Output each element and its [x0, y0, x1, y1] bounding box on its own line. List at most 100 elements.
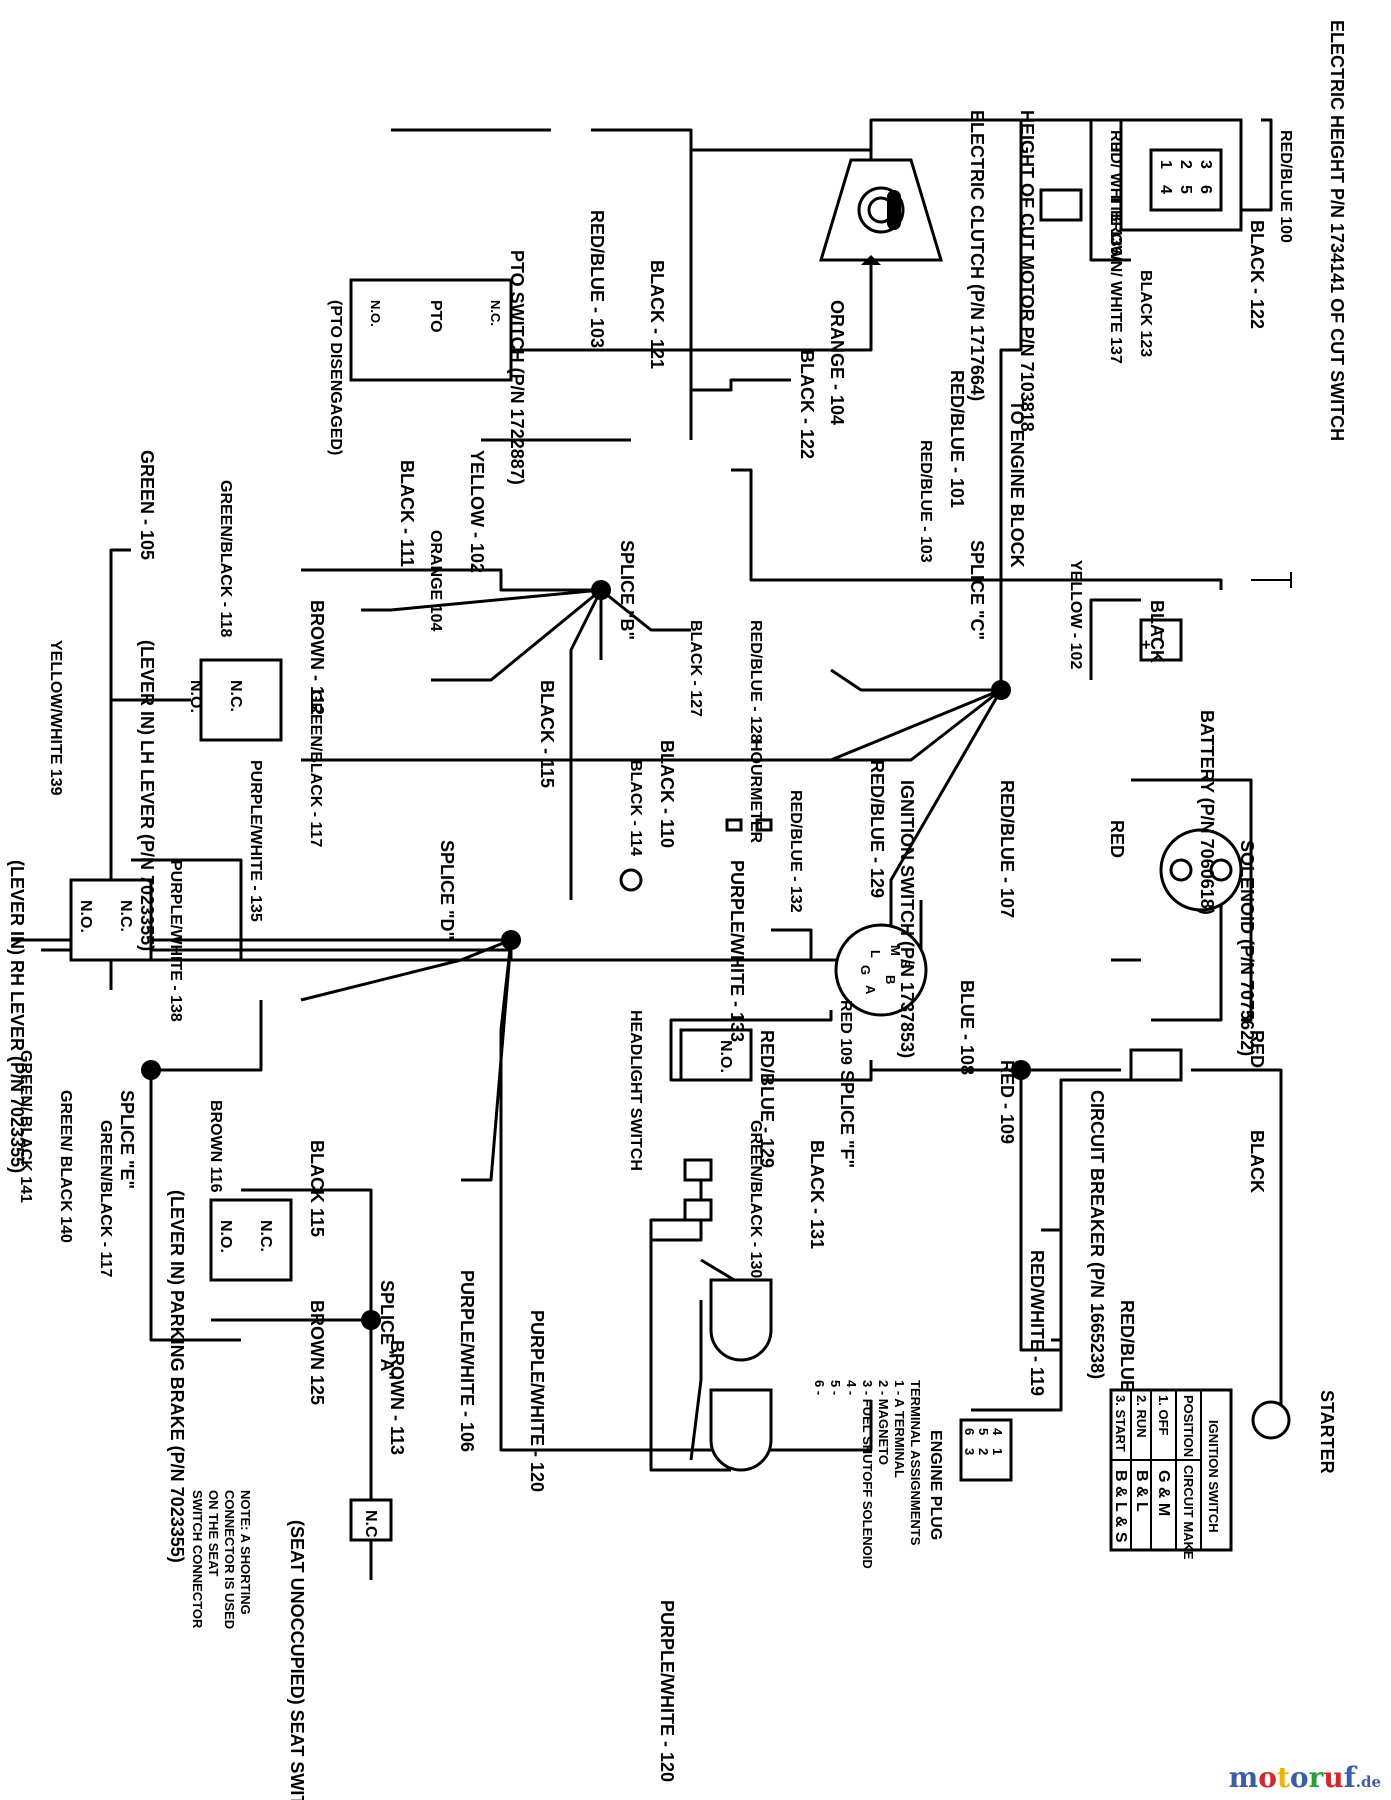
splices: [141, 580, 1031, 1330]
wire-pw120-bottom: [499, 1400, 873, 1452]
label-hoc-motor: HEIGHT OF CUT MOTOR P/N 7103818: [1017, 110, 1037, 432]
label-pw120-b: PURPLE/WHITE - 120: [657, 1600, 677, 1782]
label-splice-f: SPLICE "F": [837, 1070, 857, 1168]
seat-note-2: CONNECTOR IS USED: [222, 1490, 237, 1629]
label-rb129: RED/BLUE - 129: [867, 760, 887, 898]
circuit-breaker-box: [1129, 1048, 1183, 1082]
wire-br116: [241, 1188, 373, 1320]
label-lh-nc: N.C.: [227, 680, 244, 712]
hourmeter-connector-b: [725, 818, 743, 832]
ignition-switch-body: [834, 923, 928, 1017]
headlight-connector-a: [683, 1158, 713, 1182]
engine-block-ground-icon: [1251, 572, 1292, 588]
seat-note: NOTE: A SHORTING CONNECTOR IS USED ON TH…: [190, 1490, 253, 1629]
wire-d-1: [300, 938, 512, 1002]
plug-pin-6: 6: [962, 1428, 977, 1435]
wire-pw120: [499, 939, 513, 1430]
wire-pw-lh: [109, 548, 131, 720]
label-electric-clutch: ELECTRIC CLUTCH (P/N 1717664): [967, 110, 987, 401]
label-pb-no: N.O.: [217, 1220, 234, 1253]
solenoid-body: [1159, 828, 1243, 912]
terminal-2: 2 - MAGNETO: [876, 1380, 891, 1465]
label-pw120-a: PURPLE/WHITE - 120: [527, 1310, 547, 1492]
seat-note-1: NOTE: A SHORTING: [238, 1490, 253, 1615]
ignition-table-title: IGNITION SWITCH: [1206, 1420, 1221, 1533]
label-gb117: GREEN/BLACK - 117: [97, 1120, 114, 1277]
wire-black-starter: [1191, 1068, 1283, 1410]
label-seat-switch: (SEAT UNOCCUPIED) SEAT SWITCH: [287, 1520, 307, 1800]
hoc-pin-5: 5: [1177, 185, 1194, 194]
ignition-row-off-make: G & M: [1155, 1470, 1172, 1516]
label-b131: BLACK - 131: [807, 1140, 827, 1249]
hoc-pin-2: 2: [1177, 160, 1194, 169]
label-rb129-b: RED/BLUE - 129: [757, 1030, 777, 1168]
label-b121: BLACK - 121: [647, 260, 667, 369]
label-ignition-switch: IGNITION SWITCH (P/N 1737853): [897, 780, 917, 1058]
label-br116: BROWN 116: [207, 1100, 224, 1193]
parking-brake-switch-box: [209, 1198, 293, 1282]
label-to-engine-block: TO ENGINE BLOCK: [1007, 400, 1027, 568]
label-yw139: YELLOW/WHITE 139: [47, 640, 64, 796]
label-engine-plug: ENGINE PLUG: [927, 1430, 944, 1540]
solenoid-terminal-a: [1209, 858, 1233, 882]
ign-terminal-l: L: [868, 950, 883, 958]
label-black-starter: BLACK: [1247, 1130, 1267, 1193]
label-rw136: RED/ WHITE 136: [1107, 130, 1124, 255]
label-pto-no: N.O.: [368, 300, 383, 327]
label-gb118: GREEN/BLACK - 118: [217, 480, 234, 637]
wire-headlight-b: [761, 1060, 873, 1082]
label-hoc-switch: ELECTRIC HEIGHT P/N 1734141 OF CUT SWITC…: [1327, 20, 1347, 441]
label-splice-d: SPLICE "D": [437, 840, 457, 940]
wire-y102: [731, 468, 1223, 590]
battery-plus-icon: +: [1137, 640, 1154, 649]
wire-red-2: [1151, 850, 1223, 1022]
wire-b131: [649, 1218, 731, 1472]
plug-pin-4: 4: [990, 1428, 1005, 1436]
label-solenoid: SOLENOID (P/N 7075622): [1237, 840, 1257, 1056]
label-rh-nc: N.C.: [117, 900, 134, 932]
ignition-table-header-circuit: CIRCUIT MAKE: [1181, 1465, 1196, 1560]
labels: ELECTRIC HEIGHT P/N 1734141 OF CUT SWITC…: [7, 20, 1347, 1800]
label-headlight-switch: HEADLIGHT SWITCH: [627, 1010, 644, 1171]
clutch-diode-icon: [861, 255, 881, 265]
ignition-table: IGNITION SWITCH POSITION CIRCUIT MAKE 1.…: [1109, 1388, 1233, 1560]
label-b127: BLACK - 127: [687, 620, 704, 717]
wire-b111: [301, 568, 601, 592]
headlight-connector-b: [683, 1198, 713, 1222]
wire-red: [1131, 778, 1253, 1022]
terminal-assignments-title: TERMINAL ASSIGNMENTS: [908, 1380, 923, 1546]
label-pto-switch: PTO SWITCH (P/N 1722887): [507, 250, 527, 485]
rh-lever-switch-box: [69, 878, 153, 962]
wire-gb117-b: [149, 1070, 241, 1342]
wire-rb101: [999, 120, 1023, 700]
ignition-row-start: 3. START: [1113, 1395, 1128, 1452]
wire-gb117: [151, 1000, 263, 1072]
wire-rb132: [889, 689, 1003, 930]
seat-note-3: ON THE SEAT: [206, 1490, 221, 1576]
ignition-row-start-make: B & L & S: [1112, 1470, 1129, 1543]
wire-rb107-b: [971, 1228, 1063, 1412]
label-y102-b: YELLOW - 102: [1067, 560, 1084, 669]
splice-c-dot: [991, 680, 1011, 700]
watermark-word: motoruf: [1228, 1761, 1356, 1794]
label-pto-disengaged: (PTO DISENGAGED): [327, 300, 344, 455]
label-rh-lever: (LEVER IN) RH LEVER (P/N 7023355): [7, 860, 27, 1173]
wire-gb130: [651, 1160, 703, 1242]
splice-d-dot: [501, 930, 521, 950]
hoc-pin-4: 4: [1157, 185, 1174, 194]
plug-pin-2: 2: [976, 1448, 991, 1455]
label-battery-black: BLACK: [1147, 600, 1167, 663]
label-rw119: RED/WHITE - 119: [1027, 1250, 1047, 1396]
label-red-109: RED - 109: [997, 1060, 1017, 1144]
wire-y102-b: [1089, 598, 1141, 680]
clutch-coil: [887, 190, 901, 230]
splice-f-dot: [1011, 1060, 1031, 1080]
hoc-pin-labels: 3 6 2 5 1 4: [1157, 160, 1214, 194]
ignition-row-off: 1. OFF: [1156, 1395, 1171, 1436]
wire-b121: [591, 128, 871, 152]
label-b122-top: BLACK - 122: [1247, 220, 1267, 329]
label-br113: BROWN - 113: [387, 1340, 407, 1455]
wire-orange-104: [691, 378, 791, 392]
ring-terminal-114: [619, 868, 643, 892]
label-b111: BLACK - 111: [397, 460, 417, 567]
